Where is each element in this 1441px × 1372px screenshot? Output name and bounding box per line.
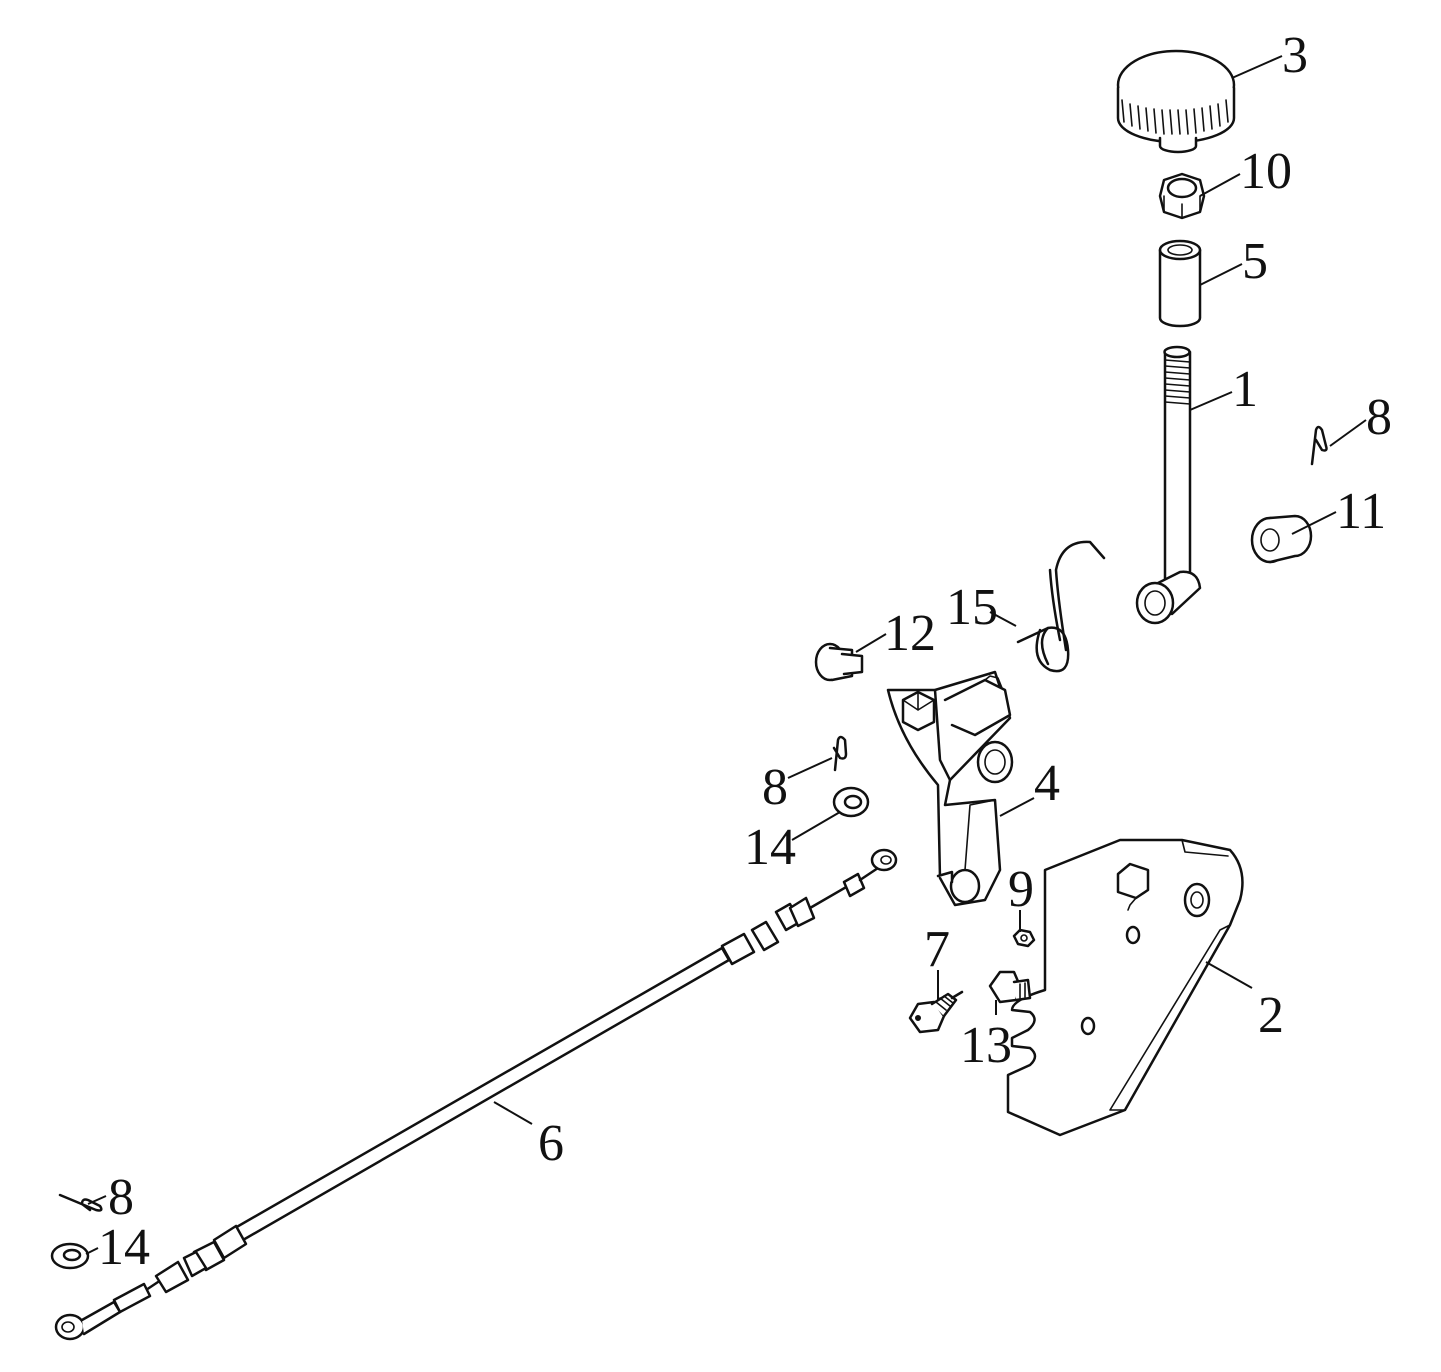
label-part-13: 13 xyxy=(960,1017,1012,1074)
label-part-15: 15 xyxy=(946,579,998,636)
part-12-shoulder-bolt[interactable] xyxy=(814,642,864,682)
part-3-knob[interactable] xyxy=(1116,49,1236,154)
label-part-1: 1 xyxy=(1232,361,1258,418)
part-11-flange-bushing[interactable] xyxy=(1250,514,1313,564)
label-part-8-top: 8 xyxy=(1366,389,1392,446)
label-part-4: 4 xyxy=(1034,755,1060,812)
part-8-hair-pin-clip-bottom[interactable] xyxy=(58,1193,103,1212)
part-9-small-nut[interactable] xyxy=(1012,928,1036,948)
part-6-control-cable[interactable] xyxy=(54,848,898,1341)
label-part-10: 10 xyxy=(1240,143,1292,200)
part-1-shift-rod[interactable] xyxy=(1135,345,1202,625)
label-part-14-middle: 14 xyxy=(744,819,796,876)
part-14-washer-middle[interactable] xyxy=(832,786,870,818)
part-4-lever-bracket[interactable] xyxy=(886,670,1014,907)
part-2-mounting-plate[interactable] xyxy=(1006,838,1244,1137)
label-part-2: 2 xyxy=(1258,987,1284,1044)
part-number-labels: 3 10 5 1 8 11 15 12 4 8 14 9 7 13 2 6 8 … xyxy=(98,27,1392,1276)
label-part-8-middle: 8 xyxy=(762,759,788,816)
part-5-spacer-tube[interactable] xyxy=(1158,239,1202,328)
label-part-5: 5 xyxy=(1242,233,1268,290)
label-part-3: 3 xyxy=(1282,27,1308,84)
part-8-hair-pin-clip-middle[interactable] xyxy=(832,735,848,772)
leader-lines xyxy=(85,55,1367,1255)
part-10-hex-nut[interactable] xyxy=(1158,172,1206,220)
label-part-14-bottom: 14 xyxy=(98,1219,150,1276)
part-8-hair-pin-clip-top[interactable] xyxy=(1310,425,1328,466)
label-part-12: 12 xyxy=(884,605,936,662)
label-part-9: 9 xyxy=(1008,861,1034,918)
label-part-7: 7 xyxy=(924,921,950,978)
part-7-adjuster-screw[interactable] xyxy=(908,990,964,1034)
part-15-torsion-spring[interactable] xyxy=(1016,540,1106,673)
part-14-washer-bottom[interactable] xyxy=(50,1242,90,1270)
label-part-6: 6 xyxy=(538,1115,564,1172)
label-part-8-bottom: 8 xyxy=(108,1169,134,1226)
part-13-flange-bolt[interactable] xyxy=(988,970,1032,1004)
label-part-11: 11 xyxy=(1336,483,1386,540)
